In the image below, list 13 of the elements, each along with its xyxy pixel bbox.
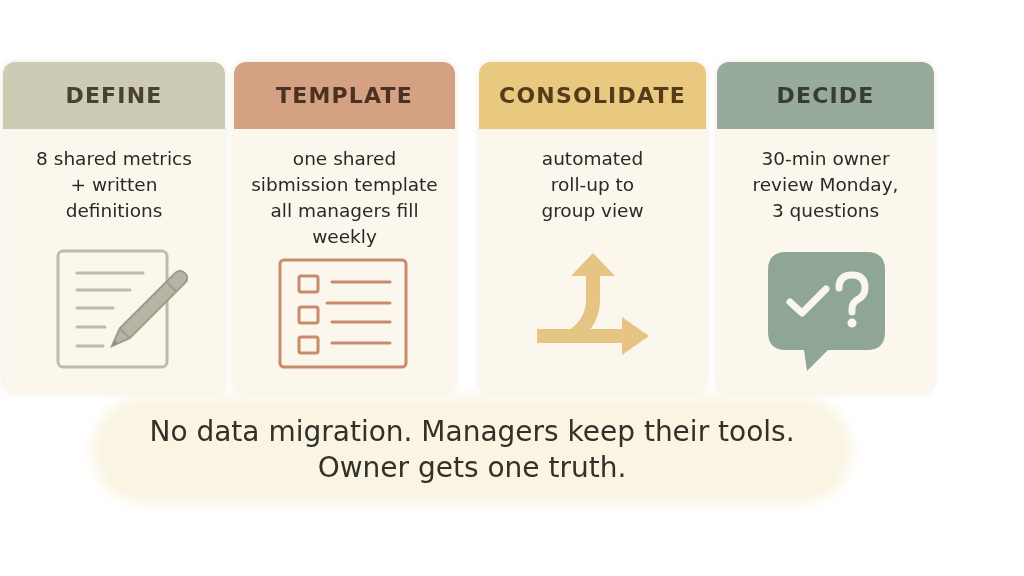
step-heading: DECIDE <box>717 62 934 129</box>
step-card <box>3 62 225 393</box>
step-heading: CONSOLIDATE <box>479 62 706 129</box>
step-description: 8 shared metrics + written definitions <box>35 147 193 223</box>
step-card <box>717 62 934 393</box>
step-description: 30-min owner review Monday, 3 questions <box>751 147 900 223</box>
step-description: automated roll-up to group view <box>540 147 645 223</box>
step-description: one shared sibmission template all managers fill weekly <box>250 147 439 249</box>
caption: No data migration. Managers keep their tools. Owner gets one truth. <box>100 404 844 496</box>
step-card <box>479 62 706 393</box>
step-card <box>234 62 455 393</box>
step-heading: DEFINE <box>3 62 225 129</box>
step-heading: TEMPLATE <box>234 62 455 129</box>
